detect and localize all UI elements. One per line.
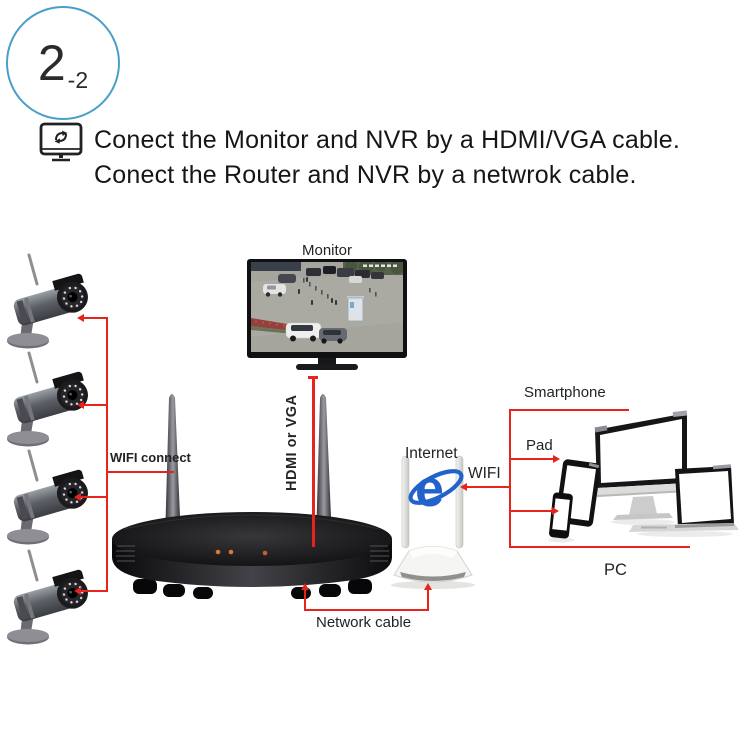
wifi-line-arrow: [460, 483, 467, 491]
camera-link-arrow-4: [74, 587, 81, 595]
monitor-bezel: [247, 259, 407, 358]
white-car: [263, 284, 286, 297]
monitor-sync-icon: [39, 122, 83, 162]
pc-label: PC: [604, 561, 627, 579]
hdmi-vga-line: [312, 377, 315, 547]
pad-line-arrow: [553, 455, 560, 463]
instruction-line-1: Conect the Monitor and NVR by a HDMI/VGA…: [94, 126, 681, 154]
wifi-connect-label: WIFI connect: [110, 450, 191, 465]
camera-link-arrow-1: [77, 314, 84, 322]
nvr-feet: [133, 579, 372, 599]
nvr-vents: [116, 545, 389, 562]
step-substep: -2: [67, 66, 89, 93]
monitor-device: [247, 259, 407, 371]
router-antenna-left: [401, 455, 410, 549]
step-badge: 2 -2: [6, 6, 120, 120]
camera-link-line-1: [83, 317, 108, 319]
smartphone-line: [509, 409, 629, 411]
camera-link-arrow-3: [74, 493, 81, 501]
network-cable-line-left: [304, 589, 306, 611]
parked-cars: [306, 266, 384, 283]
camera-link-line-4: [80, 590, 108, 592]
nvr-device: [112, 394, 392, 599]
white-suv: [285, 322, 322, 342]
camera-link-line-2: [83, 404, 108, 406]
monitor-stand-neck: [318, 358, 336, 365]
wifi-camera-4: [2, 548, 102, 648]
nvr-top: [112, 512, 392, 566]
step-number: 2: [37, 35, 66, 91]
router-device: [391, 455, 475, 589]
internet-explorer-icon: e: [408, 460, 464, 516]
network-cable-label: Network cable: [316, 614, 412, 631]
wifi-label: WIFI: [468, 465, 501, 482]
network-cable-arrow-right: [424, 583, 432, 590]
bollards: [303, 278, 377, 299]
smartphone-label: Smartphone: [524, 384, 606, 401]
camera-link-arrow-2: [77, 401, 84, 409]
internet-label: Internet: [405, 445, 458, 462]
wifi-camera-3: [2, 448, 102, 548]
network-cable-line-right: [427, 589, 429, 611]
guard-booth: [347, 296, 364, 322]
monitor-label: Monitor: [301, 242, 353, 259]
phone-line-arrow: [552, 507, 559, 515]
wifi-camera-1: [2, 252, 102, 352]
network-cable-arrow-left: [301, 583, 309, 590]
camera-bus-line: [106, 317, 108, 592]
wifi-camera-2: [2, 350, 102, 450]
hdmi-vga-label: HDMI or VGA: [284, 394, 300, 491]
instruction-line-2: Conect the Router and NVR by a netwrok c…: [94, 161, 637, 189]
wifi-connect-line: [106, 471, 174, 473]
network-cable-line-bottom: [304, 609, 429, 611]
pad-line: [509, 458, 555, 460]
client-bus-line: [509, 409, 511, 548]
monitor-stand-base: [296, 364, 358, 370]
monitor-screen: [251, 259, 404, 352]
nvr-status-leds: [215, 549, 268, 556]
gray-car: [319, 328, 347, 344]
client-devices-cluster: [548, 410, 739, 543]
phone-line: [509, 510, 554, 512]
laptop-icon: [629, 464, 739, 532]
instruction-text: Conect the Monitor and NVR by a HDMI/VGA…: [94, 123, 680, 193]
pad-label: Pad: [526, 437, 553, 454]
nvr-antenna-left: [165, 394, 181, 541]
camera-link-line-3: [80, 496, 108, 498]
svg-text:e: e: [415, 460, 444, 516]
smartphone-icon: [549, 492, 573, 539]
desktop-monitor-icon: [594, 410, 688, 520]
pc-line: [509, 546, 690, 548]
osd-timestamp: [363, 264, 397, 267]
pedestrians: [298, 277, 337, 305]
wifi-line: [466, 486, 510, 488]
nvr-antenna-right: [316, 394, 332, 541]
